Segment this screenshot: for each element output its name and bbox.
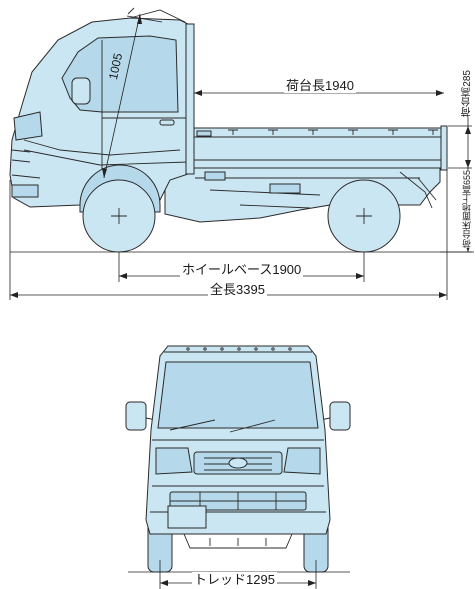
- front-view-truck: [125, 345, 351, 573]
- side-view-truck: [9, 7, 448, 253]
- front-wheel: [79, 164, 161, 253]
- cargo-bed: [192, 127, 447, 169]
- right-mirror: [329, 401, 351, 431]
- left-mirror: [125, 401, 147, 431]
- floor-height-label: 荷台床面地上高655: [462, 170, 473, 249]
- bed-height-label: 荷台高285: [462, 70, 473, 117]
- bed-length-label: 荷台長1940: [284, 78, 356, 93]
- wheelbase-label: ホイールベース1900: [180, 262, 304, 277]
- overall-length-label: 全長3395: [208, 282, 267, 297]
- windshield: [157, 361, 319, 429]
- license-plate: [167, 505, 207, 529]
- tread-label: トレッド1295: [192, 572, 277, 587]
- rear-wheel: [327, 179, 401, 253]
